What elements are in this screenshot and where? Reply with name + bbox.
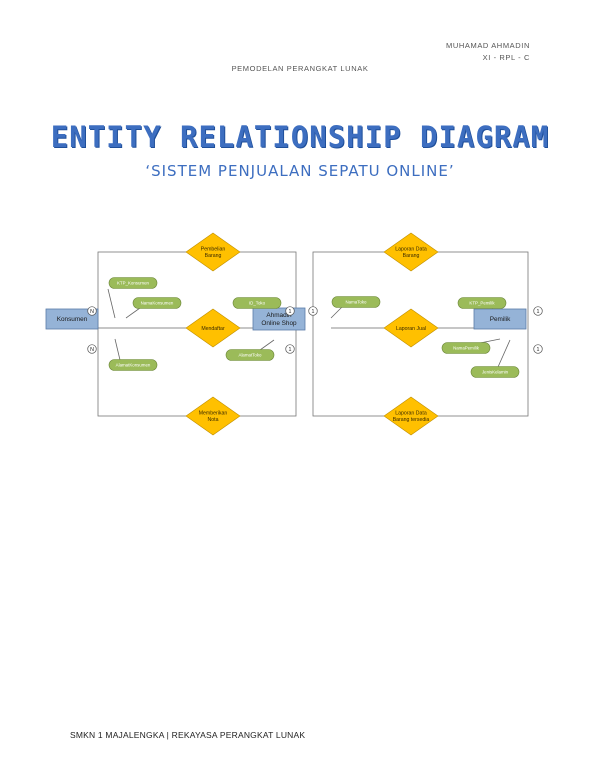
cardinality-circle <box>308 306 318 316</box>
attribute-label: AlamatToko <box>239 353 262 358</box>
cardinality-label: 1 <box>312 309 315 315</box>
attribute-pill <box>132 297 182 309</box>
ktp-konsumen-line <box>107 288 116 319</box>
cardinality-circle <box>285 306 295 316</box>
entity-box <box>473 308 527 330</box>
attribute-pill <box>225 349 275 361</box>
diagram-title: ENTITY RELATIONSHIP DIAGRAM <box>50 120 550 154</box>
attribute-ktp-pemilik: KTP_Pemilik <box>457 297 507 309</box>
shape-label: Pemilik <box>490 316 511 323</box>
attribute-label: KTP_Konsumen <box>117 281 150 286</box>
attribute-nama-konsumen: NamaKonsumen <box>132 297 182 309</box>
relationship-diamond <box>383 396 439 436</box>
cardinality-label: N <box>90 347 94 353</box>
attribute-nama-toko: NamaToko <box>331 296 381 308</box>
cardinality-konsumen-bottom: N <box>87 344 97 354</box>
shape-label: Ahmadin <box>266 312 292 319</box>
attribute-label: AlamatKonsumen <box>116 363 151 368</box>
author-class: XI - RPL - C <box>482 53 530 62</box>
shape-label: Memberikan <box>199 411 228 417</box>
shape-label: Pembelian <box>201 247 226 253</box>
entity-konsumen: Konsumen <box>45 308 99 330</box>
attribute-pill <box>441 342 491 354</box>
alamat-konsumen-line <box>114 338 121 361</box>
attribute-pill <box>470 366 520 378</box>
relationship-diamond <box>185 232 241 272</box>
shape-label: Nota <box>208 417 219 423</box>
shape-label: Mendaftar <box>201 326 225 332</box>
shape-label: Barang tersedia <box>393 417 430 423</box>
attribute-ktp-konsumen: KTP_Konsumen <box>108 277 158 289</box>
cardinality-circle <box>285 344 295 354</box>
jenis-kelamin-line <box>497 339 511 368</box>
cardinality-pemilik-bottom: 1 <box>533 344 543 354</box>
attribute-alamat-toko: AlamatToko <box>225 349 275 361</box>
shape-label: Konsumen <box>57 316 88 323</box>
attribute-id-toko: ID_Toko <box>232 297 282 309</box>
attribute-pill <box>108 277 158 289</box>
shape-label: Barang <box>403 253 420 259</box>
attribute-label: NamaKonsumen <box>141 301 174 306</box>
relationship-diamond <box>185 396 241 436</box>
relationship-diamond <box>185 308 241 348</box>
author-block: MUHAMAD AHMADIN XI - RPL - C <box>446 40 530 64</box>
attribute-label: KTP_Pemilik <box>469 301 495 306</box>
attribute-pill <box>331 296 381 308</box>
shape-label: Online Shop <box>261 320 297 327</box>
cardinality-circle <box>87 306 97 316</box>
cardinality-circle <box>533 306 543 316</box>
cardinality-circle <box>87 344 97 354</box>
cardinality-label: 1 <box>537 309 540 315</box>
cardinality-label: 1 <box>537 347 540 353</box>
cardinality-label: N <box>90 309 94 315</box>
shape-label: Barang <box>205 253 222 259</box>
attribute-label: NamaToko <box>346 300 368 305</box>
cardinality-shop-left-top: 1 <box>285 306 295 316</box>
cardinality-shop-left-bottom: 1 <box>285 344 295 354</box>
entity-box <box>45 308 99 330</box>
page-footer: SMKN 1 MAJALENGKA | REKAYASA PERANGKAT L… <box>70 730 306 740</box>
entity-pemilik: Pemilik <box>473 308 527 330</box>
alamat-toko-line <box>259 339 275 351</box>
relationship-diamond <box>383 232 439 272</box>
relationship-diamond <box>383 308 439 348</box>
attribute-pill <box>108 359 158 371</box>
connector-lines <box>97 251 529 417</box>
cardinality-label: 1 <box>289 347 292 353</box>
cardinality-shop-right-top: 1 <box>308 306 318 316</box>
diagram-subtitle: ‘SISTEM PENJUALAN SEPATU ONLINE’ <box>145 162 455 180</box>
cardinality-pemilik-top: 1 <box>533 306 543 316</box>
attribute-alamat-konsumen: AlamatKonsumen <box>108 359 158 371</box>
shape-label: Laporan Jual <box>396 326 426 332</box>
nama-konsumen-line <box>125 307 141 319</box>
relationship-mendaftar: Mendaftar <box>185 308 241 348</box>
attribute-pill <box>232 297 282 309</box>
attribute-jenis-kelamin: JenisKelamin <box>470 366 520 378</box>
cardinality-circle <box>533 344 543 354</box>
shape-label: Laporan Data <box>395 247 427 253</box>
cardinality-konsumen-top: N <box>87 306 97 316</box>
attribute-label: NamaPemilik <box>453 346 480 351</box>
attribute-nama-pemilik: NamaPemilik <box>441 342 491 354</box>
document-title: PEMODELAN PERANGKAT LUNAK <box>231 64 369 73</box>
attribute-label: JenisKelamin <box>482 370 509 375</box>
attribute-pill <box>457 297 507 309</box>
author-name: MUHAMAD AHMADIN <box>445 41 530 50</box>
shape-label: Laporan Data <box>395 411 427 417</box>
nama-toko-line <box>330 306 343 319</box>
relationship-laporan-jual: Laporan Jual <box>383 308 439 348</box>
cardinality-label: 1 <box>289 309 292 315</box>
attribute-label: ID_Toko <box>249 301 266 306</box>
